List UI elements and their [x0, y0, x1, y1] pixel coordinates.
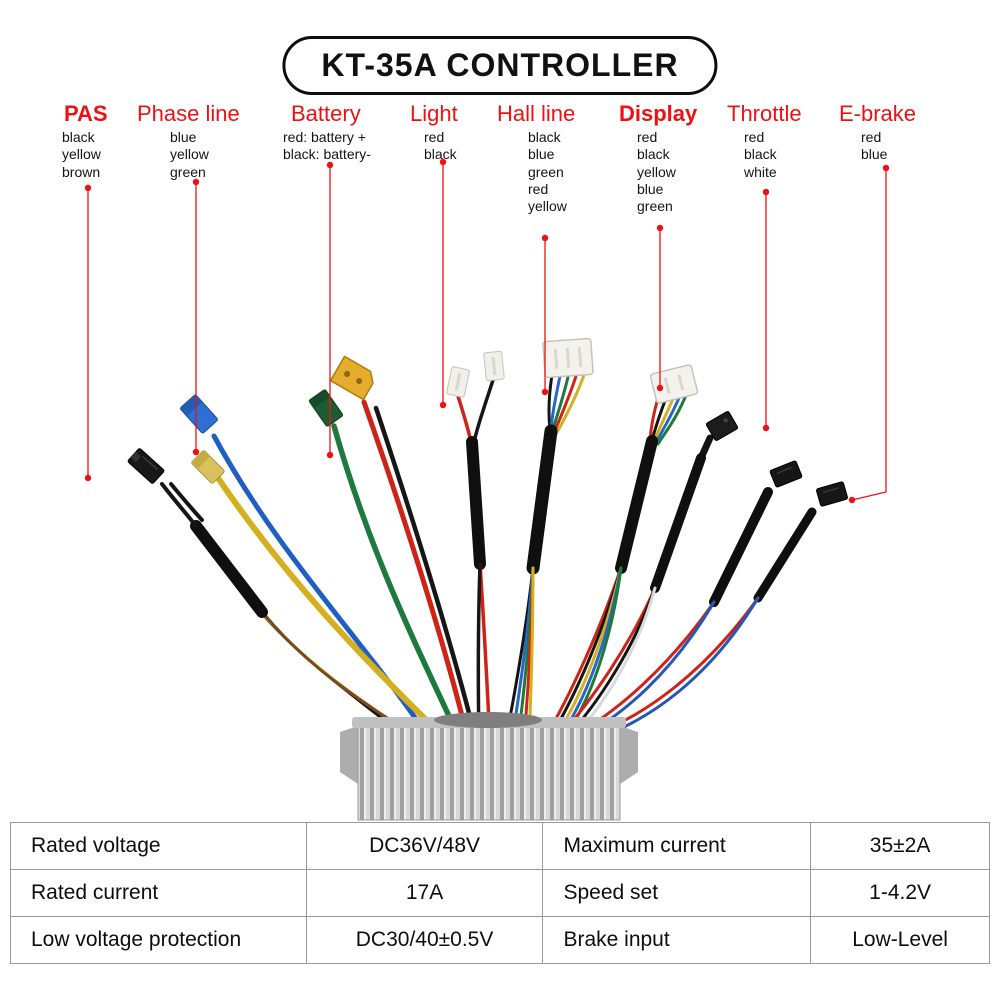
display-connector-icon: [649, 364, 699, 404]
spec-row: Rated current 17A Speed set 1-4.2V: [10, 869, 990, 917]
wire-colors-battery: red: battery + black: battery-: [283, 129, 371, 163]
spec-value-low-voltage: DC30/40±0.5V: [305, 916, 544, 964]
battery-xt60-connector-icon: [329, 355, 374, 401]
wire-label-hall: Hall line: [497, 101, 576, 126]
wire-colors-ebrake: red blue: [861, 129, 888, 163]
ebrake-wire-bundle: [568, 460, 803, 743]
phase-yellow-wire: [191, 450, 449, 743]
wire-label-phase: Phase line: [137, 101, 240, 126]
phase-blue-connector-icon: [179, 394, 218, 434]
throttle-wire-bundle: [558, 411, 739, 743]
spec-row: Low voltage protection DC30/40±0.5V Brak…: [10, 916, 990, 964]
spec-value-brake-input: Low-Level: [810, 916, 990, 964]
light-connector-icon: [483, 350, 505, 382]
phase-green-connector-icon: [308, 389, 344, 427]
light-wire-bundle: [446, 350, 505, 742]
leader-line-ebrake: [851, 168, 887, 501]
spec-label-low-voltage: Low voltage protection: [10, 916, 307, 964]
spec-label-speed-set: Speed set: [542, 869, 812, 917]
controller-illustration: [84, 158, 890, 821]
wire-colors-light: red black: [424, 129, 457, 163]
ebrake-connector-icon: [769, 460, 803, 488]
wire-label-ebrake: E-brake: [839, 101, 917, 126]
page-title: KT-35A CONTROLLER: [282, 36, 718, 95]
spec-value-rated-voltage: DC36V/48V: [305, 822, 544, 870]
pas-connector-icon: [127, 448, 165, 484]
wire-label-battery: Battery: [291, 101, 361, 126]
spec-label-rated-current: Rated current: [10, 869, 307, 917]
spec-value-rated-current: 17A: [305, 869, 544, 917]
controller-body: [340, 712, 638, 821]
phase-yellow-connector-icon: [191, 450, 225, 484]
phase-blue-wire: [179, 394, 433, 743]
wire-label-display: Display: [619, 101, 698, 126]
spec-label-max-current: Maximum current: [542, 822, 812, 870]
wire-label-light: Light: [410, 101, 458, 126]
spec-table: Rated voltage DC36V/48V Maximum current …: [10, 822, 990, 964]
spec-label-brake-input: Brake input: [542, 916, 812, 964]
wire-label-throttle: Throttle: [727, 101, 802, 126]
ebrake-connector-icon: [816, 481, 848, 507]
spec-row: Rated voltage DC36V/48V Maximum current …: [10, 822, 990, 870]
battery-wires: [329, 355, 479, 743]
display-wire-bundle: [543, 364, 699, 744]
wire-colors-pas: black yellow brown: [62, 129, 101, 180]
ebrake-wire-bundle: [578, 481, 848, 745]
spec-value-max-current: 35±2A: [810, 822, 990, 870]
hall-wire-bundle: [504, 337, 594, 743]
light-connector-icon: [446, 366, 470, 398]
wire-colors-phase: blue yellow green: [170, 129, 209, 180]
wire-label-pas: PAS: [64, 101, 108, 126]
wire-colors-throttle: red black white: [744, 129, 777, 180]
wire-colors-hall: black blue green red yellow: [528, 129, 567, 215]
spec-label-rated-voltage: Rated voltage: [10, 822, 307, 870]
leader-lines: [84, 158, 890, 504]
spec-value-speed-set: 1-4.2V: [810, 869, 990, 917]
hall-connector-icon: [542, 337, 594, 379]
phase-green-wire: [308, 389, 463, 743]
throttle-connector-icon: [705, 411, 739, 441]
wire-colors-display: red black yellow blue green: [637, 129, 676, 215]
pas-wire-bundle: [127, 448, 424, 742]
